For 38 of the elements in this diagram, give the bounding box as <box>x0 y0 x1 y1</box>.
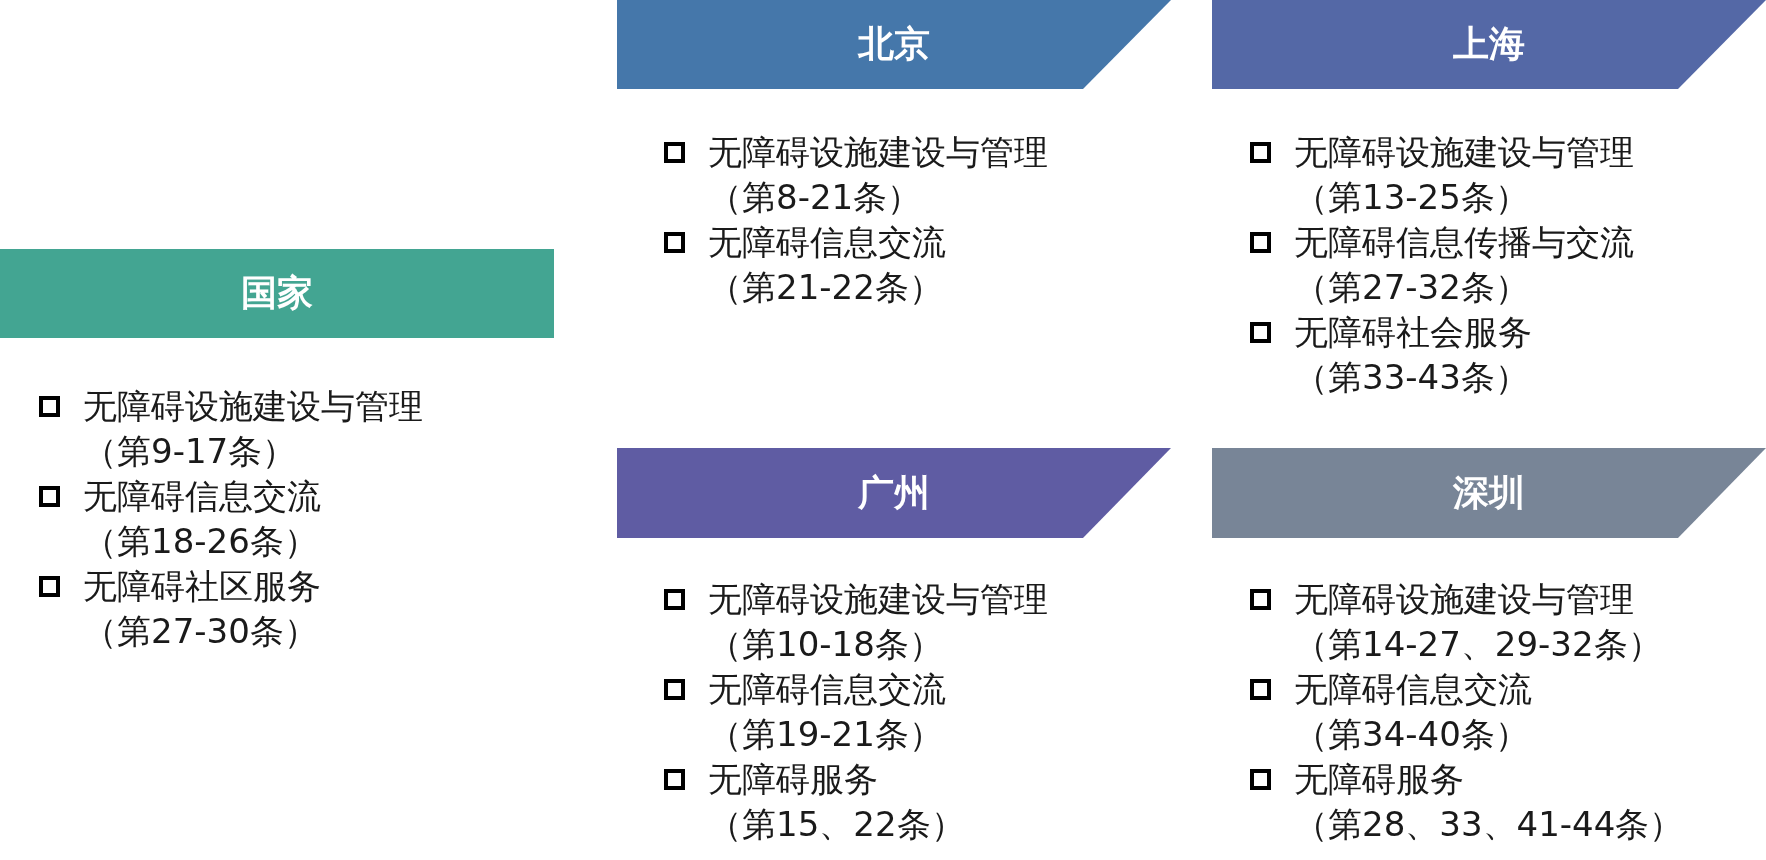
article-range-text: （第21-22条） <box>708 265 943 309</box>
header-banner <box>1212 448 1766 538</box>
banner-title: 上海 <box>1453 22 1525 66</box>
article-range-text: （第14-27、29-32条） <box>1294 622 1662 666</box>
header-banner <box>1212 0 1766 89</box>
article-range-text: （第8-21条） <box>708 175 922 219</box>
banner-title: 国家 <box>241 271 313 315</box>
list-item-text: 无障碍设施建设与管理 <box>708 577 1048 621</box>
article-range-text: （第9-17条） <box>83 429 297 473</box>
list-item-text: 无障碍信息交流 <box>708 667 946 711</box>
list-item-text: 无障碍信息传播与交流 <box>1294 220 1634 264</box>
header-banner <box>617 0 1171 89</box>
list-item-text: 无障碍服务 <box>708 757 878 801</box>
banner-title: 北京 <box>858 22 930 66</box>
header-banner <box>0 249 554 338</box>
list-item-text: 无障碍信息交流 <box>708 220 946 264</box>
header-banner <box>617 448 1171 538</box>
article-range-text: （第15、22条） <box>708 802 965 846</box>
article-range-text: （第19-21条） <box>708 712 943 756</box>
article-range-text: （第27-30条） <box>83 609 318 653</box>
article-range-text: （第10-18条） <box>708 622 943 666</box>
list-item-text: 无障碍设施建设与管理 <box>1294 577 1634 621</box>
article-range-text: （第33-43条） <box>1294 355 1529 399</box>
list-item-text: 无障碍设施建设与管理 <box>708 130 1048 174</box>
article-range-text: （第18-26条） <box>83 519 318 563</box>
article-range-text: （第13-25条） <box>1294 175 1529 219</box>
banner-title: 深圳 <box>1453 470 1525 515</box>
list-item-text: 无障碍设施建设与管理 <box>1294 130 1634 174</box>
list-item-text: 无障碍设施建设与管理 <box>83 384 423 428</box>
list-item-text: 无障碍服务 <box>1294 757 1464 801</box>
list-item-text: 无障碍社区服务 <box>83 564 321 608</box>
banner-title: 广州 <box>858 470 930 515</box>
article-range-text: （第27-32条） <box>1294 265 1529 309</box>
article-range-text: （第34-40条） <box>1294 712 1529 756</box>
list-item-text: 无障碍信息交流 <box>1294 667 1532 711</box>
list-item-text: 无障碍社会服务 <box>1294 310 1532 354</box>
article-range-text: （第28、33、41-44条） <box>1294 802 1684 846</box>
list-item-text: 无障碍信息交流 <box>83 474 321 518</box>
